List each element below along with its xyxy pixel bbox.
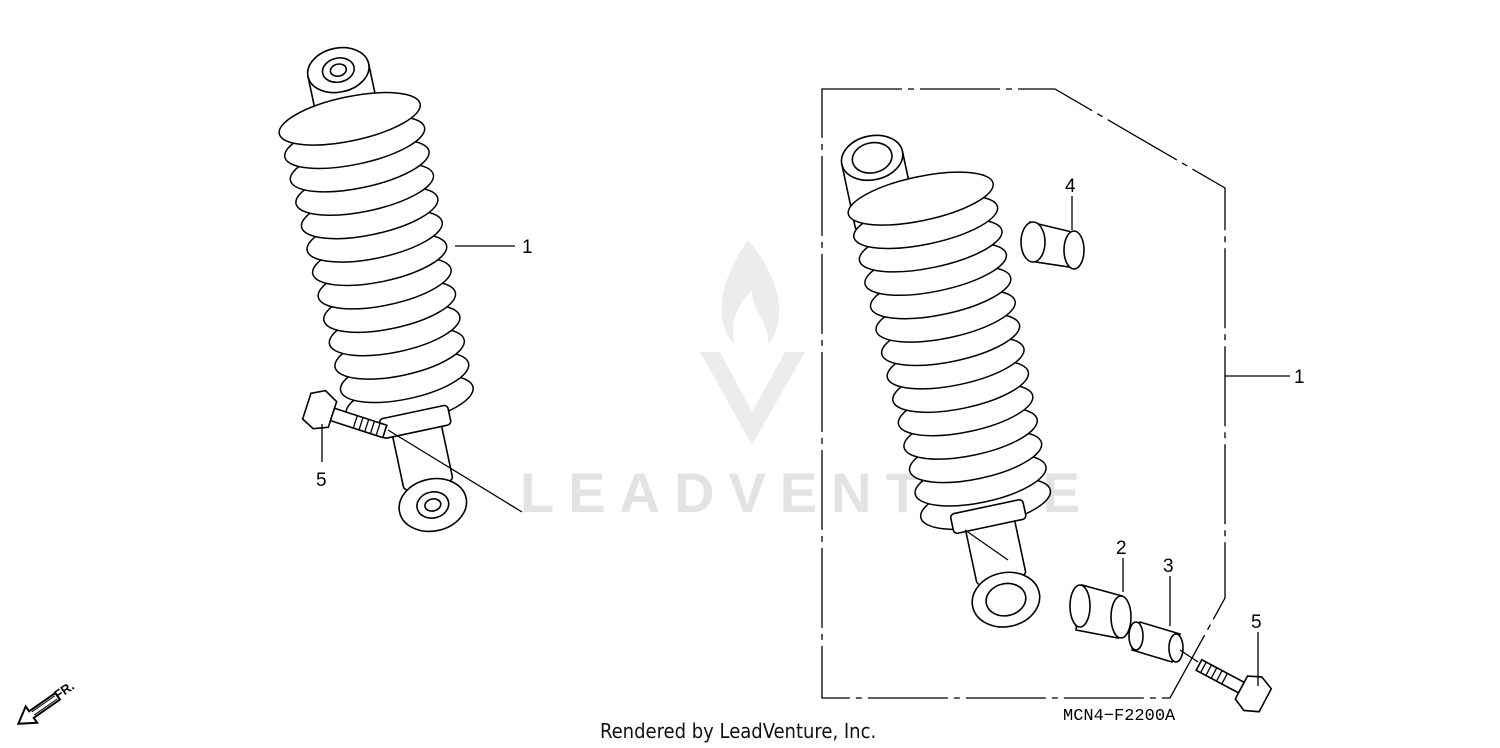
leadventure-flame-logo bbox=[700, 240, 805, 445]
front-direction-indicator: FR. bbox=[16, 678, 77, 725]
spacer bbox=[1128, 621, 1184, 663]
kit-boundary-frame bbox=[821, 88, 1226, 699]
diagram-code: MCN4−F2200A bbox=[1063, 707, 1176, 726]
callout-bushing: 4 bbox=[1065, 176, 1076, 197]
left-bolt bbox=[301, 389, 523, 513]
spring-coil bbox=[847, 171, 994, 226]
bushing bbox=[1020, 220, 1085, 270]
left-shock-absorber bbox=[278, 46, 474, 533]
callout-right-bolt: 5 bbox=[1251, 612, 1262, 633]
assembly-line-lower bbox=[1179, 649, 1199, 663]
assembly-line-upper bbox=[964, 529, 1009, 561]
right-shock-absorber bbox=[840, 134, 1052, 628]
callout-collar: 2 bbox=[1116, 538, 1127, 559]
callout-left-bolt: 5 bbox=[316, 470, 327, 491]
callout-spacer: 3 bbox=[1163, 556, 1174, 577]
spring-coil bbox=[278, 91, 422, 146]
collar bbox=[1069, 583, 1132, 639]
callout-left-shock: 1 bbox=[522, 237, 533, 258]
right-bolt bbox=[1195, 658, 1273, 713]
footer-credit: Rendered by LeadVenture, Inc. bbox=[600, 719, 876, 743]
front-direction-arrow-icon bbox=[16, 691, 62, 725]
callout-kit: 1 bbox=[1294, 367, 1305, 388]
